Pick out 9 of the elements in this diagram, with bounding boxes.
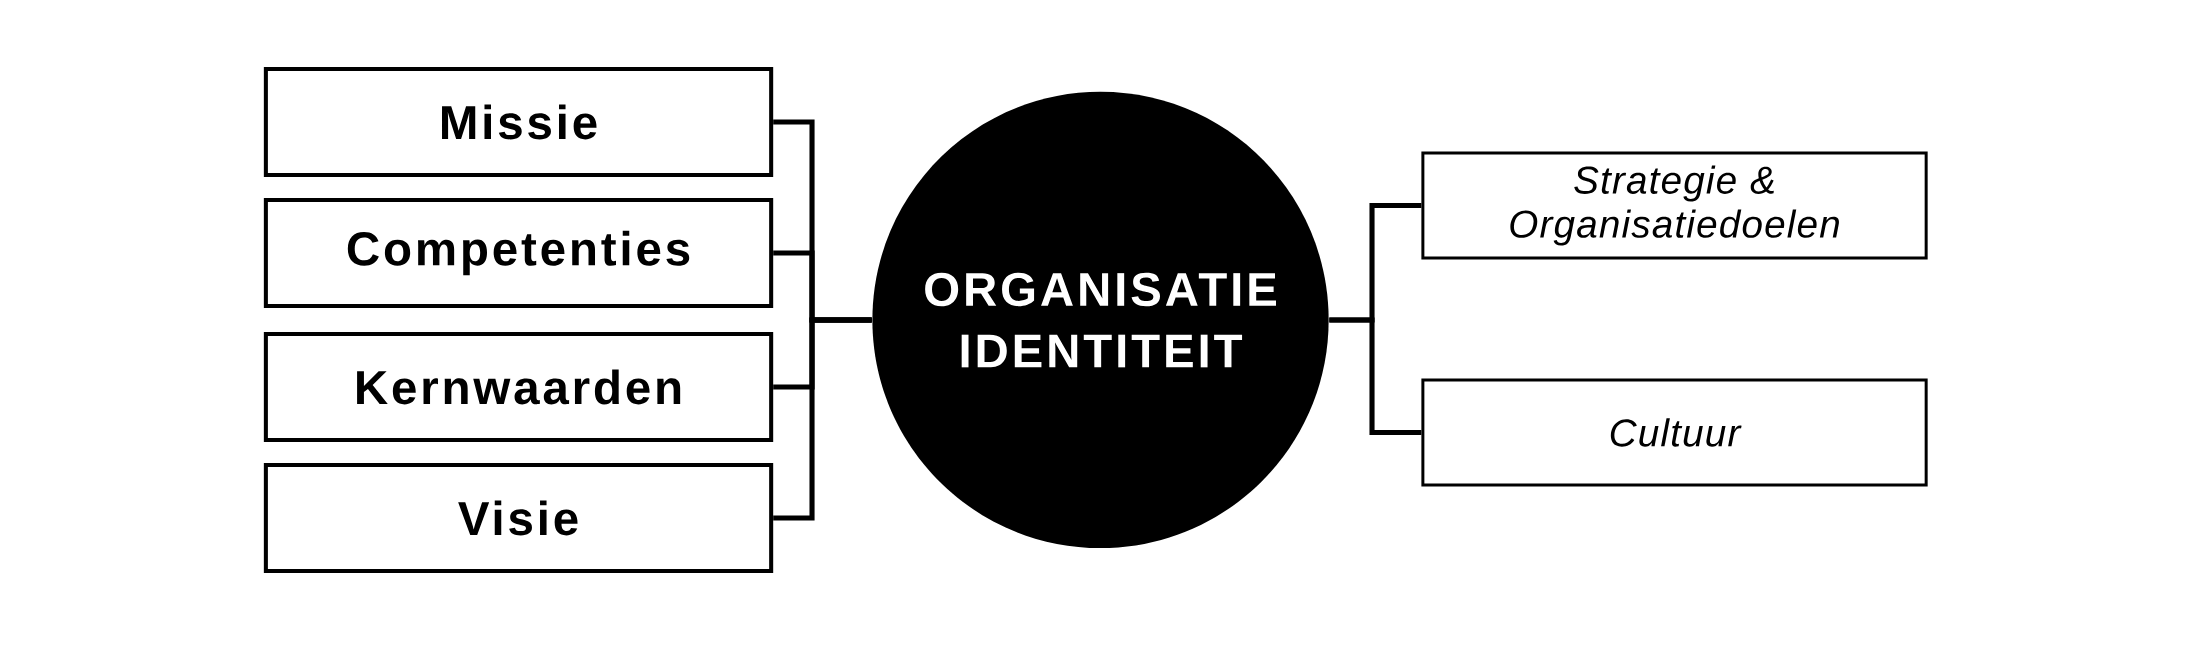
text-box: Competenties	[263, 197, 774, 309]
connector-line	[1329, 317, 1422, 436]
connector-line	[773, 317, 872, 521]
text-box: Strategie & Organisatiedoelen	[1421, 151, 1928, 260]
circle-node: ORGANISATIE IDENTITEIT	[872, 91, 1329, 549]
text-box: Visie	[263, 462, 774, 574]
text-box: Cultuur	[1421, 378, 1928, 487]
text-box: Kernwaarden	[263, 331, 774, 443]
text-box: Missie	[263, 66, 774, 178]
